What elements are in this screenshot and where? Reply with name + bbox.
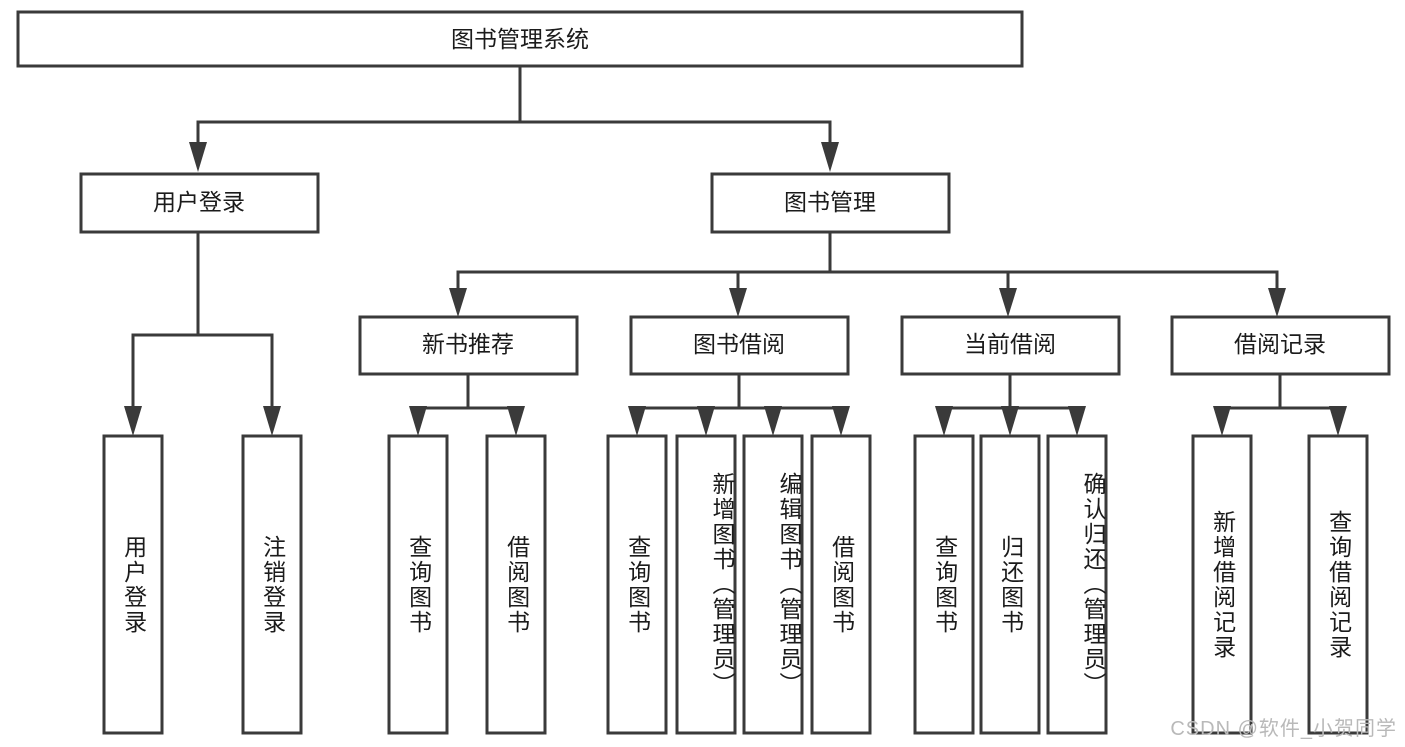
arrow-head-leaf-user-login-0 [124, 406, 142, 436]
arrow-head-leaf-br-0 [1213, 406, 1231, 436]
connector-group-new-book-recommend [409, 372, 525, 436]
node-user-login-box[interactable] [79, 172, 320, 234]
node-current-borrow-box[interactable] [900, 315, 1121, 376]
arrow-head-leaf-bb-3 [832, 406, 850, 436]
leaf-box-nbr-0[interactable] [387, 434, 449, 735]
connector-group-current-borrow [935, 372, 1086, 436]
node-root[interactable]: 图书管理系统 [16, 10, 1024, 68]
node-user-login-label: 用户登录 [153, 189, 245, 215]
connector-group-root [189, 64, 839, 172]
leaf-box-user-login-1[interactable] [241, 434, 303, 735]
node-book-management-box[interactable] [710, 172, 951, 234]
arrow-head-leaf-bb-2 [764, 406, 782, 436]
node-borrow-record-box[interactable] [1170, 315, 1391, 376]
arrow-head-borrow-record [1268, 288, 1286, 317]
leaf-box-nbr-1[interactable] [485, 434, 547, 735]
arrow-head-leaf-nbr-1 [507, 406, 525, 436]
leaf-box-user-login-0[interactable] [102, 434, 164, 735]
node-borrow-record-label: 借阅记录 [1234, 331, 1326, 357]
leaf-box-br-0[interactable] [1191, 434, 1253, 735]
leaf-box-cb-0[interactable] [913, 434, 975, 735]
arrow-head-new-book-recommend [449, 288, 467, 317]
leaf-box-br-1[interactable] [1307, 434, 1369, 735]
arrow-head-user-login [189, 142, 207, 172]
node-new-book-recommend-label: 新书推荐 [422, 331, 514, 357]
arrow-head-book-borrow [729, 288, 747, 317]
node-book-management-label: 图书管理 [784, 189, 876, 215]
node-book-borrow[interactable]: 图书借阅 [629, 315, 850, 376]
node-book-borrow-label: 图书借阅 [693, 331, 785, 357]
leaf-box-cb-1[interactable] [979, 434, 1041, 735]
node-new-book-recommend[interactable]: 新书推荐 [358, 315, 579, 376]
node-user-login[interactable]: 用户登录 [79, 172, 320, 234]
arrow-head-leaf-bb-0 [628, 406, 646, 436]
arrow-head-leaf-br-1 [1329, 406, 1347, 436]
node-current-borrow[interactable]: 当前借阅 [900, 315, 1121, 376]
node-book-borrow-box[interactable] [629, 315, 850, 376]
connector-group-book-borrow [628, 372, 850, 436]
connector-group-borrow-record [1213, 372, 1347, 436]
connector-group-book-mgmt [449, 230, 1286, 317]
leaf-box-bb-2[interactable] [742, 434, 804, 735]
node-root-label: 图书管理系统 [451, 26, 589, 52]
leaf-box-bb-3[interactable] [810, 434, 872, 735]
node-root-box[interactable] [16, 10, 1024, 68]
arrow-head-current-borrow [999, 288, 1017, 317]
node-borrow-record[interactable]: 借阅记录 [1170, 315, 1391, 376]
leaf-box-cb-2[interactable] [1046, 434, 1108, 735]
arrow-head-leaf-bb-1 [697, 406, 715, 436]
leaf-box-bb-0[interactable] [606, 434, 668, 735]
arrow-head-leaf-cb-0 [935, 406, 953, 436]
node-current-borrow-label: 当前借阅 [964, 331, 1056, 357]
arrow-head-book-mgmt [821, 142, 839, 172]
arrow-head-leaf-nbr-0 [409, 406, 427, 436]
arrow-head-leaf-cb-2 [1068, 406, 1086, 436]
node-new-book-recommend-box[interactable] [358, 315, 579, 376]
arrow-head-leaf-user-login-1 [263, 406, 281, 436]
arrow-head-leaf-cb-1 [1001, 406, 1019, 436]
leaf-box-bb-1[interactable] [675, 434, 737, 735]
node-book-management[interactable]: 图书管理 [710, 172, 951, 234]
watermark-text: CSDN @软件_小贺同学 [1170, 718, 1397, 740]
connector-group-user-login [124, 230, 281, 436]
